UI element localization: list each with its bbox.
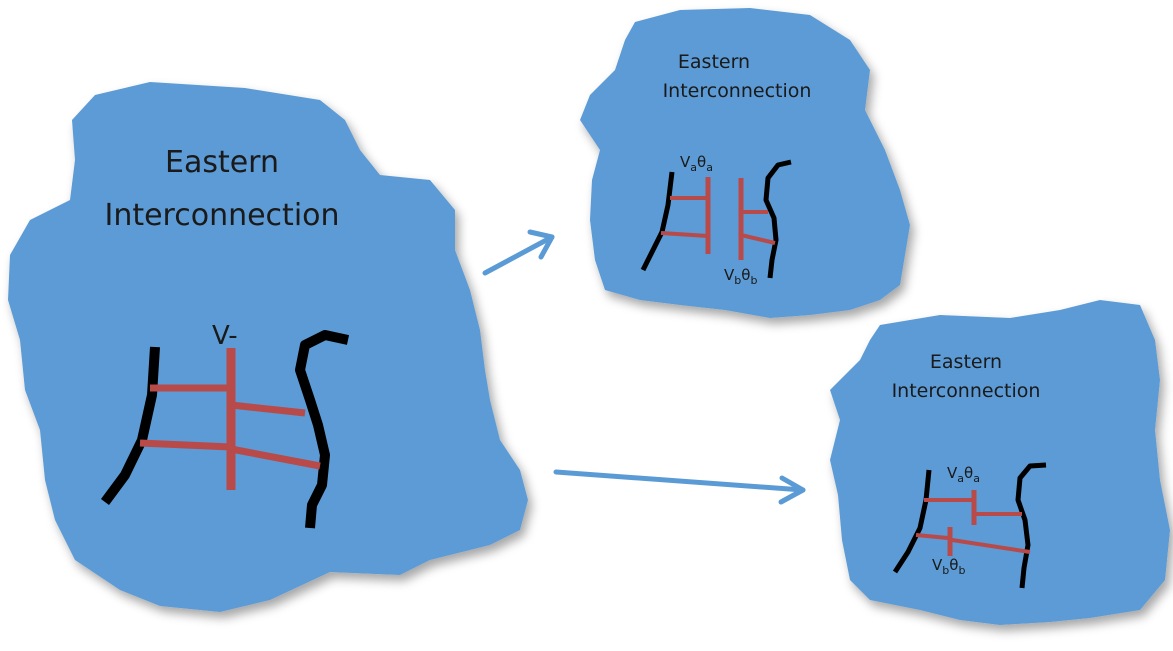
main-line-4 [230,445,321,470]
main-title-line2: Interconnection [104,198,339,233]
bottom-title-line1: Eastern [930,351,1002,373]
main-title-line1: Eastern [165,145,279,180]
top-label-a: Vaθa [680,153,713,174]
arrow-to-top-region [482,234,555,276]
main-line-3 [139,439,232,451]
arrow-to-bottom-region-head [778,475,806,505]
top-line-4 [740,233,776,245]
top-region-blob [580,8,910,318]
main-line-2 [230,401,306,417]
bottom-region-blob [830,300,1170,625]
top-title-line1: Eastern [678,51,750,73]
top-line-2 [660,231,709,238]
main-right-wire [295,330,350,529]
arrow-to-top-region-head [527,229,555,260]
main-region-blob [8,82,528,612]
bottom-region: Eastern Interconnection Vaθa Vbθb [830,300,1170,625]
bottom-title-line2: Interconnection [892,380,1041,402]
main-bus-label: V- [212,321,238,351]
bottom-right-wire [1015,462,1047,589]
top-label-b: Vbθb [724,266,757,287]
bottom-line-lower-left [915,533,949,540]
top-title-line2: Interconnection [663,80,812,102]
main-region: Eastern Interconnection V- [8,82,528,612]
bottom-label-b: Vbθb [932,556,965,577]
bottom-label-a: Vaθa [947,464,980,485]
bottom-left-wire [892,469,932,574]
arrow-to-bottom-region [553,469,806,493]
bottom-line-lower-right [951,538,1031,554]
top-region: Eastern Interconnection Vaθa Vbθb [580,8,910,318]
top-right-wire [763,159,792,279]
